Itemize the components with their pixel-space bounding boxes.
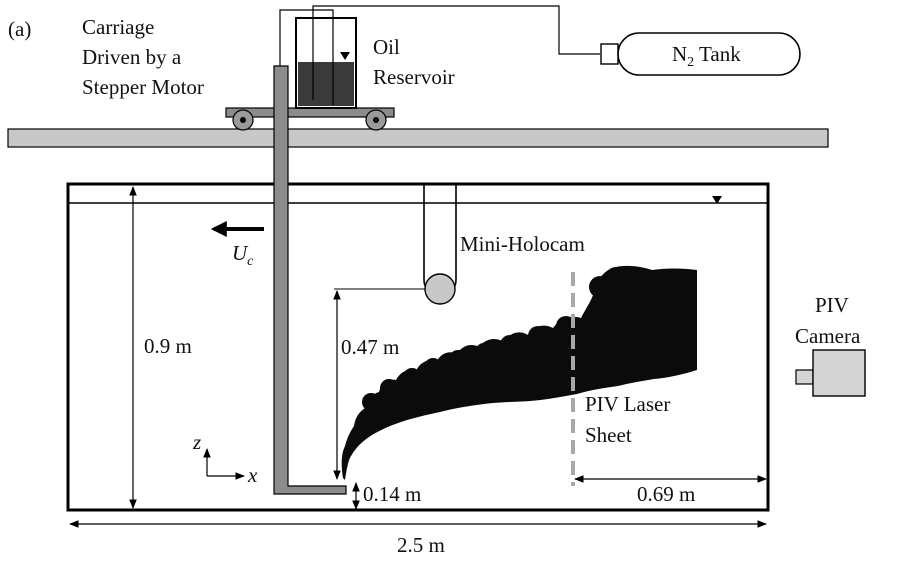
- velocity-label: Uc: [232, 241, 254, 269]
- x-axis-label: x: [247, 463, 258, 487]
- carriage-label-line3: Stepper Motor: [82, 75, 204, 99]
- laser-label-line1: PIV Laser: [585, 392, 670, 416]
- n2-tank: [600, 32, 801, 76]
- mini-holocam: [423, 184, 457, 305]
- carriage-label-line1: Carriage: [82, 15, 154, 39]
- panel-label: (a): [8, 17, 31, 41]
- carriage-label-line2: Driven by a: [82, 45, 182, 69]
- coordinate-axes: [203, 448, 245, 480]
- carriage-wheel-left: [232, 109, 254, 131]
- plume-texture: [362, 267, 626, 411]
- oil-reservoir: [295, 17, 357, 109]
- laser-distance-label: 0.69 m: [637, 482, 695, 506]
- reservoir-label-line1: Oil: [373, 35, 400, 59]
- holocam-height-label: 0.47 m: [341, 335, 399, 359]
- free-surface-marker: [340, 52, 350, 60]
- water-surface-marker: [712, 196, 722, 204]
- carriage-wheel-right: [365, 109, 387, 131]
- depth-label: 0.9 m: [144, 334, 192, 358]
- delivery-pipe: [273, 65, 347, 495]
- tank-length-label: 2.5 m: [397, 533, 445, 557]
- rail-beam: [7, 128, 829, 148]
- holocam-label: Mini-Holocam: [460, 232, 585, 256]
- piv-camera: [795, 349, 866, 397]
- n2-tank-label: N2 Tank: [672, 42, 741, 70]
- z-axis-label: z: [192, 430, 201, 454]
- oil-plume: [341, 265, 697, 480]
- nozzle-height-label: 0.14 m: [363, 482, 421, 506]
- piv-camera-label-line2: Camera: [795, 324, 861, 348]
- gas-line: [312, 5, 600, 100]
- oil-line: [279, 9, 334, 105]
- laser-label-line2: Sheet: [585, 423, 632, 447]
- piv-camera-label-line1: PIV: [815, 293, 849, 317]
- reservoir-label-line2: Reservoir: [373, 65, 455, 89]
